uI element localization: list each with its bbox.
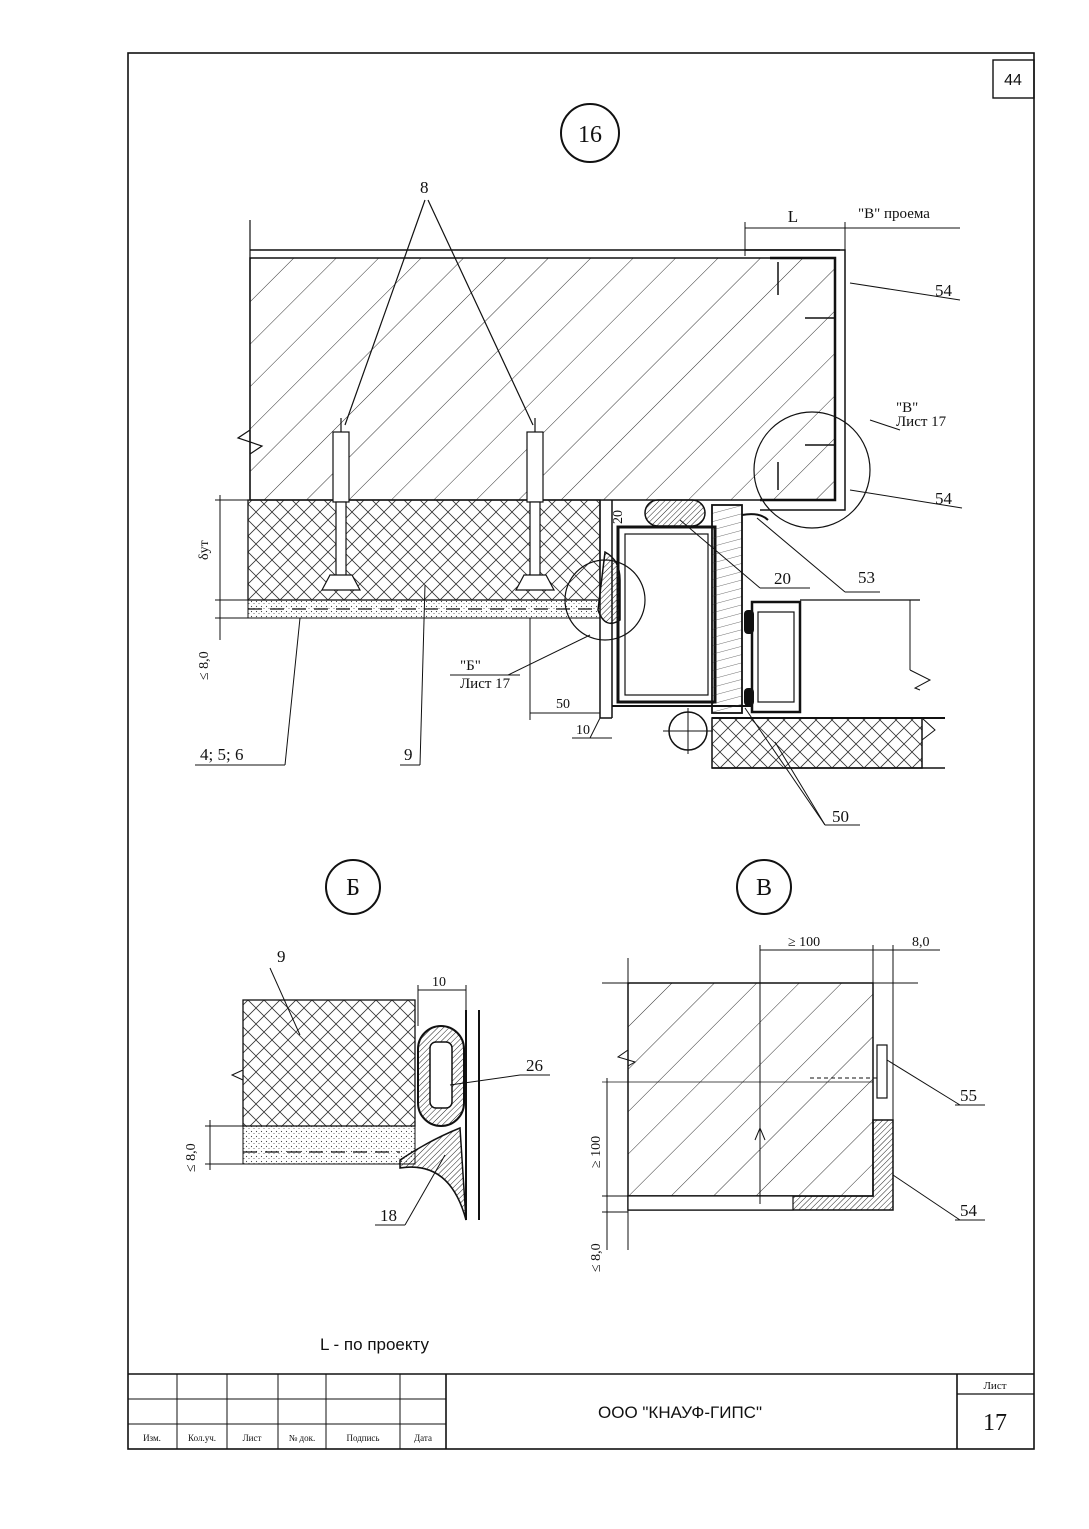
label-20: 20 xyxy=(774,569,791,588)
label-9: 9 xyxy=(404,745,413,764)
v-fixing-55 xyxy=(876,1044,888,1099)
corner-page-box: 44 xyxy=(992,59,1035,99)
dim-delta: δут xyxy=(197,540,212,560)
detail-b: Б 10 9 26 18 ≤ 8,0 xyxy=(184,859,550,1226)
label-54-lower: 54 xyxy=(935,489,953,508)
label-20-vertical: 20 xyxy=(611,510,626,524)
dim-L: L xyxy=(788,207,798,226)
v-label-55: 55 xyxy=(960,1086,977,1105)
sealant-b xyxy=(597,550,621,625)
b-label-9: 9 xyxy=(277,947,286,966)
detail-16-marker xyxy=(560,103,620,163)
b-label-18: 18 xyxy=(380,1206,397,1225)
v-dim-ge100-side: ≥ 100 xyxy=(589,1136,604,1168)
label-53: 53 xyxy=(858,568,875,587)
detail-16-marker-label: 16 xyxy=(578,122,602,148)
wooden-block xyxy=(711,504,743,714)
label-8: 8 xyxy=(420,178,429,197)
dim-le8: ≤ 8,0 xyxy=(197,651,212,680)
stamp-izm: Изм. xyxy=(143,1433,161,1443)
company-name: ООО "КНАУФ-ГИПС" xyxy=(598,1403,762,1422)
anchor-left xyxy=(321,418,361,591)
sheet-frame xyxy=(127,52,1035,1450)
detail-16: 16 8 xyxy=(195,103,963,826)
window-sash xyxy=(750,600,802,714)
drain-pipe xyxy=(663,708,713,754)
v-dim-8: 8,0 xyxy=(912,935,930,950)
footnote: L - по проекту xyxy=(320,1335,429,1354)
detail-v-marker xyxy=(736,859,792,915)
b-insulation xyxy=(242,999,416,1127)
callout-circle-v xyxy=(753,411,871,529)
dim-10: 10 xyxy=(576,723,590,738)
detail-b-marker-label: Б xyxy=(346,875,360,901)
detail-b-marker xyxy=(325,859,381,915)
stamp-sign: Подпись xyxy=(346,1433,379,1443)
stamp-ndoc: № док. xyxy=(289,1433,316,1443)
dim-50: 50 xyxy=(556,697,570,712)
b-render xyxy=(242,1125,416,1165)
ref-v-sheet: Лист 17 xyxy=(896,414,947,430)
label-4-5-6: 4; 5; 6 xyxy=(200,745,243,764)
label-54-top: 54 xyxy=(935,281,953,300)
sealing-cord xyxy=(644,499,706,527)
ref-b-sheet: Лист 17 xyxy=(460,676,511,692)
detail-v-marker-label: В xyxy=(756,875,772,901)
v-dim-ge100-top: ≥ 100 xyxy=(788,935,820,950)
b-dim-le8: ≤ 8,0 xyxy=(184,1143,199,1172)
sheet-label: Лист xyxy=(983,1380,1006,1392)
sill-panel xyxy=(711,717,923,769)
window-frame-profile xyxy=(616,525,717,704)
b-sealant xyxy=(399,1126,467,1221)
b-dim-10: 10 xyxy=(432,975,446,990)
stamp-list: Лист xyxy=(243,1433,262,1443)
label-50: 50 xyxy=(832,807,849,826)
ref-b-letter: "Б" xyxy=(460,658,481,674)
v-label-54: 54 xyxy=(960,1201,978,1220)
stamp-koluch: Кол.уч. xyxy=(188,1433,216,1443)
insulation-layer xyxy=(247,499,601,601)
callout-circle-b xyxy=(564,559,646,641)
anchor-right xyxy=(515,418,555,591)
v-concrete xyxy=(627,982,874,1197)
detail-v: В ≥ 100 8,0 ≥ 100 ≤ 8,0 55 54 xyxy=(589,859,985,1272)
corner-page-number: 44 xyxy=(1004,72,1022,89)
b-label-26: 26 xyxy=(526,1056,543,1075)
ref-v-letter: "В" xyxy=(896,400,918,416)
title-block: Изм. Кол.уч. Лист № док. Подпись Дата ОО… xyxy=(128,1373,1034,1449)
v-dim-le8: ≤ 8,0 xyxy=(589,1243,604,1272)
stamp-date: Дата xyxy=(414,1433,432,1443)
sheet-number: 17 xyxy=(983,1410,1007,1436)
label-v-opening: "В" проема xyxy=(858,206,930,222)
